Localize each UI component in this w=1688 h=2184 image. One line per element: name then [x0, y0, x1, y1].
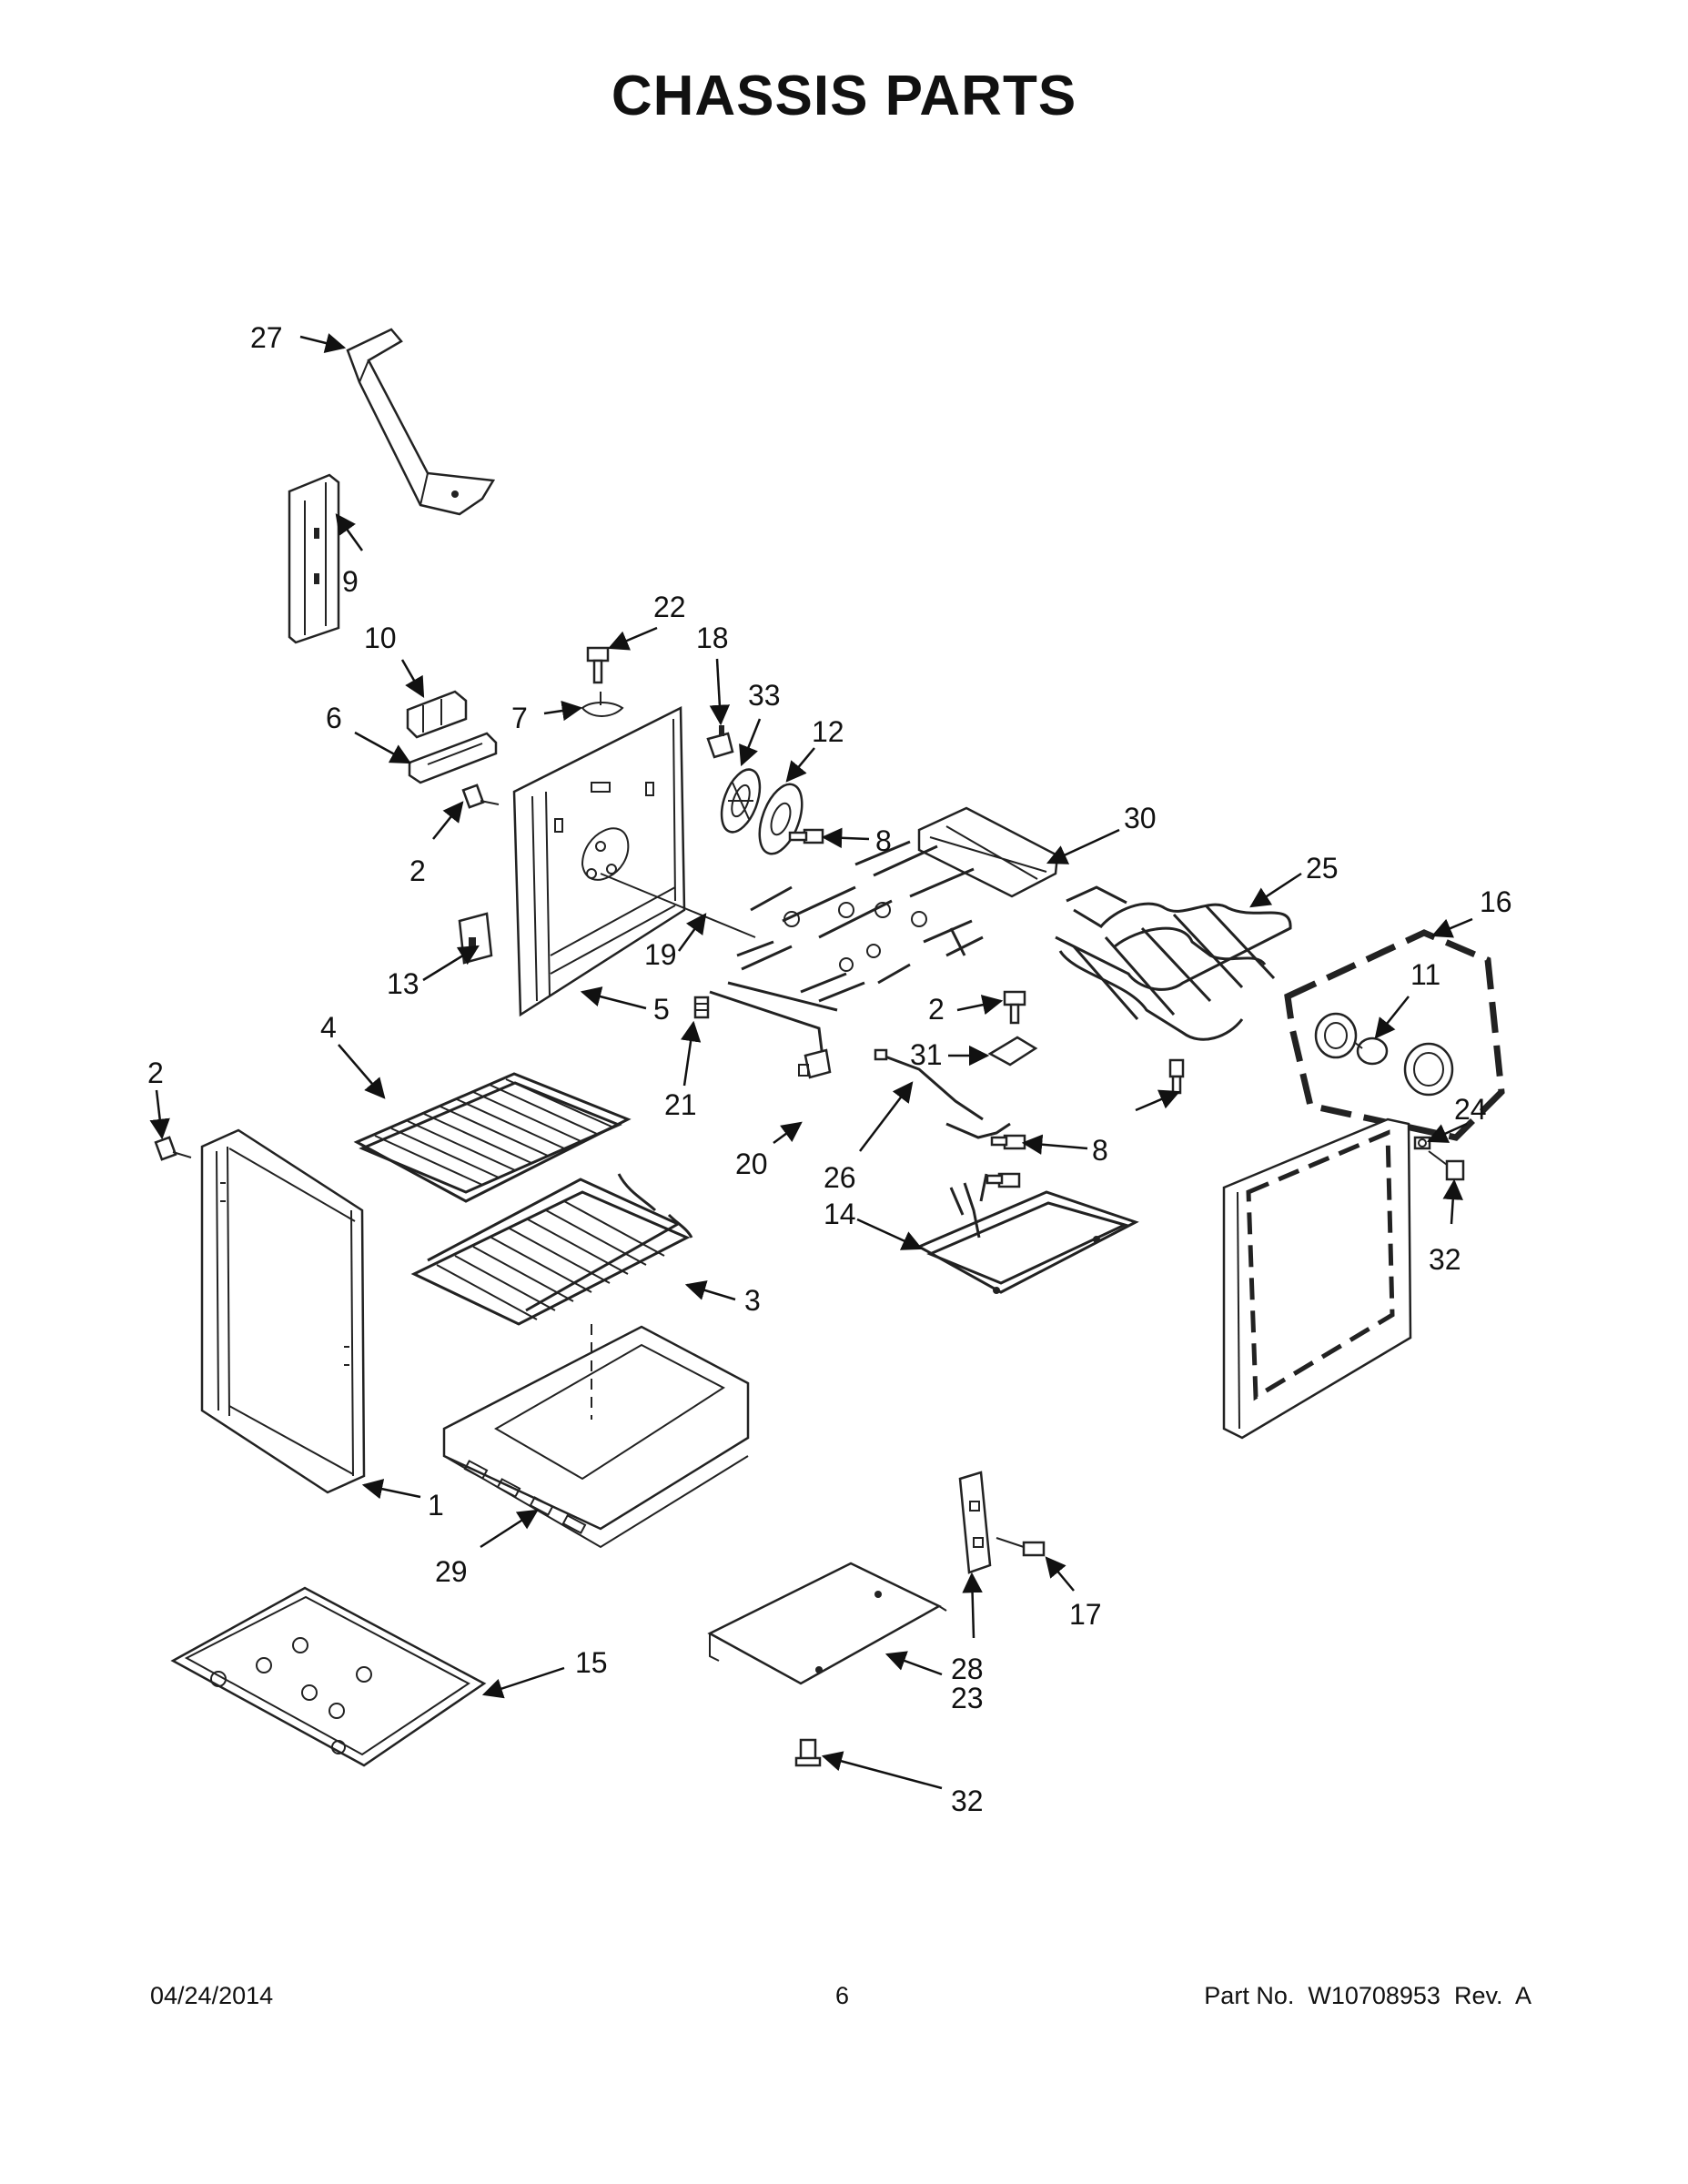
part-25-bake-element [1055, 885, 1292, 1041]
callout-24: 24 [1454, 1093, 1487, 1126]
callout-10: 10 [364, 622, 397, 654]
part-31-bracket [987, 1036, 1038, 1067]
callout-25: 25 [1306, 852, 1339, 885]
callout-5: 5 [653, 993, 670, 1026]
callout-16: 16 [1480, 885, 1512, 918]
callout-28: 28 [951, 1653, 984, 1685]
part-26-wire-harness [874, 1048, 1011, 1139]
part-30-vent [917, 806, 1059, 898]
callout-13: 13 [387, 967, 419, 1000]
callout-15: 15 [575, 1646, 608, 1679]
callout-20: 20 [735, 1148, 768, 1180]
part-2-screw-left [154, 1136, 192, 1161]
part-22-screw [586, 646, 610, 684]
callout-9: 9 [342, 565, 359, 598]
part-5-rear-panel [512, 705, 686, 1017]
part-1-side-panel [200, 1128, 366, 1494]
callout-19: 19 [644, 938, 677, 971]
callout-labels: 27 9 10 6 22 7 18 33 12 8 2 30 25 16 11 … [147, 321, 1512, 1817]
callout-12: 12 [812, 715, 844, 748]
callout-2-mid: 2 [409, 854, 426, 887]
callout-33: 33 [748, 679, 781, 712]
part-8-screw-harness [990, 1134, 1026, 1150]
page-title: CHASSIS PARTS [611, 65, 1077, 127]
part-8-screw-broil [986, 1172, 1021, 1188]
callout-1: 1 [428, 1489, 444, 1522]
callout-11: 11 [1410, 958, 1440, 991]
callout-30: 30 [1124, 802, 1157, 834]
part-21-grommet [693, 996, 710, 1019]
part-11-lamp [1314, 1012, 1454, 1097]
callout-18: 18 [696, 622, 729, 654]
callout-21: 21 [664, 1088, 697, 1121]
footer-part-number: Part No. W10708953 Rev. A [1204, 1982, 1531, 2009]
part-2-screw-element [1168, 1058, 1185, 1095]
part-15-bottom-tray [170, 1586, 487, 1767]
part-32-screw-bottom [794, 1738, 822, 1767]
callout-4: 4 [320, 1011, 337, 1044]
part-17-screw [996, 1537, 1046, 1557]
part-18-plug [706, 725, 734, 759]
part-8-screw-fan [788, 828, 824, 844]
callout-32-bottom: 32 [951, 1785, 984, 1817]
part-6-clip [408, 732, 498, 784]
part-33-fan-blade [720, 768, 762, 834]
part-17-terminal-block [958, 1471, 992, 1574]
part-oven-side-panel [1222, 1117, 1412, 1440]
callout-31: 31 [910, 1038, 943, 1071]
footer-date: 04/24/2014 [150, 1982, 274, 2009]
part-32-screw-right [1428, 1150, 1465, 1181]
leader-lines [149, 333, 1473, 1790]
part-7-clip [581, 692, 624, 717]
part-9-channel [288, 473, 340, 644]
callout-7: 7 [511, 702, 528, 734]
callout-14: 14 [824, 1198, 856, 1230]
callout-2-left: 2 [147, 1057, 164, 1089]
callout-22: 22 [653, 591, 686, 623]
callout-26: 26 [824, 1161, 856, 1194]
callout-3: 3 [744, 1284, 761, 1317]
part-24-screw [1413, 1136, 1431, 1150]
part-20-sensor [709, 981, 838, 1079]
callout-8-right: 8 [1092, 1134, 1108, 1167]
callout-8-top: 8 [875, 824, 892, 857]
callout-27: 27 [250, 321, 283, 354]
callout-29: 29 [435, 1555, 468, 1588]
part-2-screw-mid [461, 784, 500, 809]
part-16-light-kit [1284, 929, 1505, 1141]
callout-2-center: 2 [928, 993, 945, 1026]
callout-32-right: 32 [1429, 1243, 1461, 1276]
part-27-bracket [346, 328, 496, 516]
part-29-drawer-pan [442, 1324, 750, 1549]
part-28-23-mounting-plate [707, 1562, 947, 1685]
part-10-clip [406, 690, 468, 739]
part-4-oven-rack [353, 1072, 632, 1203]
part-2-screw-center [1003, 990, 1026, 1025]
callout-23: 23 [951, 1682, 984, 1714]
part-3-oven-rack [410, 1173, 693, 1326]
part-14-broil-element [915, 1173, 1139, 1294]
callout-6: 6 [326, 702, 342, 734]
footer-page-number: 6 [835, 1982, 850, 2009]
part-19-cavity-parts [600, 840, 984, 1003]
callout-17: 17 [1069, 1598, 1102, 1631]
